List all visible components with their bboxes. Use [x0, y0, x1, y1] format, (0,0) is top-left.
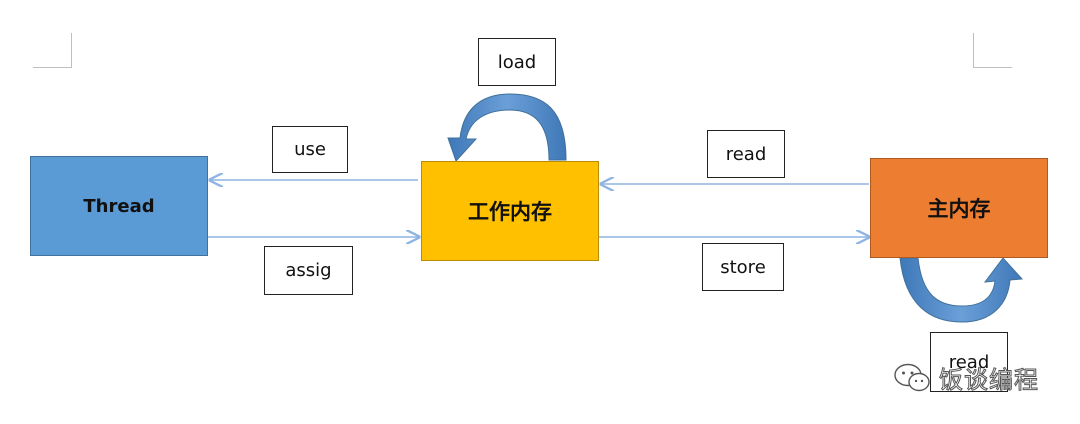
label-assig: assig	[264, 246, 353, 295]
main-memory-node-label: 主内存	[927, 197, 991, 221]
working-memory-node: 工作内存	[421, 161, 599, 261]
watermark: 饭谈编程	[893, 360, 1039, 395]
label-use: use	[272, 126, 348, 173]
main-memory-node: 主内存	[870, 158, 1048, 258]
page-corner-mark-right	[973, 33, 1012, 68]
loop-arrow-load	[447, 93, 567, 162]
label-read: read	[707, 130, 785, 178]
label-store: store	[702, 243, 784, 291]
working-memory-node-label: 工作内存	[468, 200, 552, 224]
thread-node: Thread	[30, 156, 208, 256]
wechat-icon	[894, 363, 930, 391]
loop-arrow-main	[899, 257, 1024, 323]
label-load: load	[478, 38, 556, 86]
thread-node-label: Thread	[83, 195, 155, 217]
page-corner-mark-left	[33, 33, 72, 68]
watermark-text: 饭谈编程	[939, 366, 1039, 395]
label-read-main-loop: read	[930, 332, 1008, 392]
